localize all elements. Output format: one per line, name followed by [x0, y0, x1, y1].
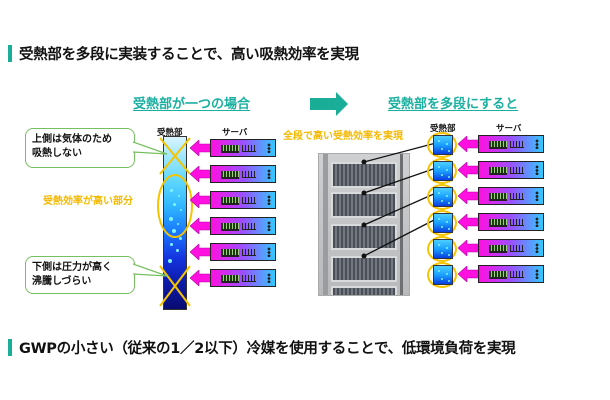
heat-flow-left-arrow-icon [190, 192, 212, 208]
heat-flow-left-arrow-icon [190, 270, 212, 286]
stage-efficiency-ring [427, 184, 457, 210]
left-subtitle: 受熱部が一つの場合 [133, 97, 251, 112]
heat-flow-left-arrow-icon [458, 136, 480, 152]
memory-icon [489, 167, 507, 175]
right-arrow-icon [310, 92, 348, 116]
server-unit [478, 265, 544, 283]
high-efficiency-label: 受熱効率が高い部分 [43, 196, 133, 207]
right-subtitle: 受熱部を多段にすると [388, 97, 519, 112]
right-heat-receiver-label: 受熱部 [430, 124, 456, 134]
memory-icon [489, 193, 507, 201]
heat-flow-left-arrow-icon [190, 166, 212, 182]
heatsink-icon [510, 219, 524, 226]
heat-receiver-stage [433, 265, 453, 285]
heatsink-icon [242, 171, 256, 178]
heat-receiver-stage [433, 239, 453, 259]
heatsink-icon [510, 245, 524, 252]
photo-leader-lines [361, 142, 437, 259]
heatsink-icon [510, 141, 524, 148]
heading-accent-bar [8, 45, 12, 62]
top-heading: 受熱部を多段に実装することで、高い吸熱効率を実現 [8, 43, 359, 64]
server-unit [478, 135, 544, 153]
memory-icon [221, 275, 239, 283]
indicator-icon [535, 191, 539, 201]
server-unit [210, 217, 276, 235]
heat-flow-left-arrow-icon [190, 244, 212, 260]
callout-bottom-line1: 下側は圧力が高く [32, 262, 112, 273]
server-unit [478, 187, 544, 205]
stage-efficiency-ring [427, 158, 457, 184]
callout-top-line1: 上側は気体のため [32, 134, 112, 145]
server-unit [210, 243, 276, 261]
right-server-label: サーバ [496, 124, 522, 134]
heatsink-icon [242, 145, 256, 152]
high-efficiency-ring [157, 174, 193, 238]
server-unit [210, 269, 276, 287]
indicator-icon [267, 273, 271, 283]
memory-icon [489, 141, 507, 149]
cross-icon-bottom [159, 265, 191, 307]
heatsink-icon [242, 223, 256, 230]
stage-efficiency-ring [427, 132, 457, 158]
heat-flow-left-arrow-icon [458, 188, 480, 204]
server-unit [478, 239, 544, 257]
indicator-icon [267, 169, 271, 179]
heatsink-icon [242, 197, 256, 204]
callout-top-pointer [133, 141, 168, 155]
heatsink-icon [510, 193, 524, 200]
heat-flow-left-arrow-icon [458, 162, 480, 178]
heat-flow-left-arrow-icon [190, 218, 212, 234]
heat-flow-left-arrow-icon [458, 214, 480, 230]
heat-flow-left-arrow-icon [458, 240, 480, 256]
server-unit [210, 139, 276, 157]
indicator-icon [535, 269, 539, 279]
memory-icon [221, 171, 239, 179]
stage-efficiency-ring [427, 236, 457, 262]
heat-receiver-stage [433, 213, 453, 233]
heatsink-icon [242, 249, 256, 256]
heatsink-icon [242, 275, 256, 282]
memory-icon [221, 249, 239, 257]
memory-icon [489, 219, 507, 227]
bottom-heading-text: GWPの小さい（従来の1／2以下）冷媒を使用することで、低環境負荷を実現 [19, 341, 516, 357]
heat-receiver-stage [433, 161, 453, 181]
callout-top-line2: 吸熱しない [32, 148, 82, 159]
bottom-heading: GWPの小さい（従来の1／2以下）冷媒を使用することで、低環境負荷を実現 [8, 337, 516, 358]
left-server-label: サーバ [222, 128, 248, 138]
cross-icon-top [159, 137, 191, 175]
left-heat-receiver-label: 受熱部 [157, 128, 183, 138]
heat-receiver-stage [433, 135, 453, 155]
all-stages-efficiency-label: 全段で高い受熱効率を実現 [283, 131, 403, 142]
indicator-icon [267, 221, 271, 231]
server-unit [478, 161, 544, 179]
indicator-icon [535, 243, 539, 253]
server-unit [478, 213, 544, 231]
heading-accent-bar [8, 339, 12, 356]
indicator-icon [535, 217, 539, 227]
callout-bottom-line2: 沸騰しづらい [32, 276, 92, 287]
memory-icon [489, 245, 507, 253]
callout-bottom-pointer [133, 263, 168, 277]
heat-flow-left-arrow-icon [190, 140, 212, 156]
server-unit [210, 165, 276, 183]
stage-efficiency-ring [427, 210, 457, 236]
indicator-icon [267, 247, 271, 257]
heat-flow-left-arrow-icon [458, 266, 480, 282]
memory-icon [489, 271, 507, 279]
top-heading-text: 受熱部を多段に実装することで、高い吸熱効率を実現 [19, 47, 359, 63]
callout-bottom: 下側は圧力が高く 沸騰しづらい [25, 256, 135, 294]
indicator-icon [267, 143, 271, 153]
memory-icon [221, 197, 239, 205]
stage-efficiency-ring [427, 262, 457, 288]
indicator-icon [535, 139, 539, 149]
heatsink-icon [510, 167, 524, 174]
heat-receiver-stage [433, 187, 453, 207]
memory-icon [221, 145, 239, 153]
heatsink-icon [510, 271, 524, 278]
indicator-icon [267, 195, 271, 205]
callout-top: 上側は気体のため 吸熱しない [25, 128, 135, 168]
indicator-icon [535, 165, 539, 175]
memory-icon [221, 223, 239, 231]
server-unit [210, 191, 276, 209]
